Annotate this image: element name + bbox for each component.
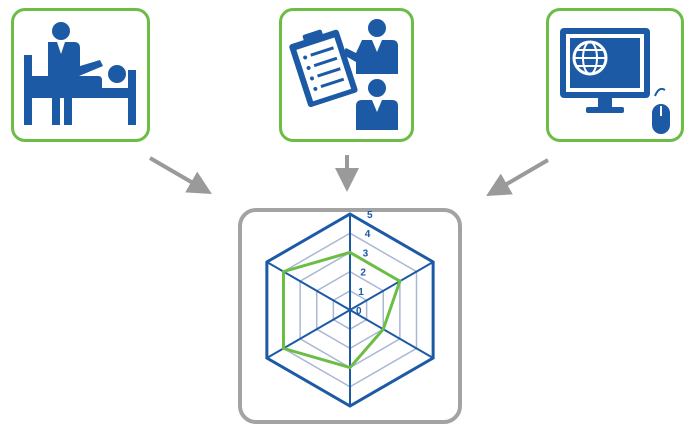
arrow-right	[486, 158, 550, 197]
radar-tick-label: 4	[365, 229, 371, 240]
clipboard-meeting-icon	[289, 19, 398, 130]
radar-axis-4	[266, 309, 351, 359]
radar-tick-label: 1	[358, 287, 364, 298]
radar-tick-label: 5	[367, 210, 373, 221]
input-box-clinical-care	[11, 8, 150, 142]
arrow-left	[148, 156, 212, 195]
radar-tick-label: 0	[356, 306, 362, 317]
radar-tick-label: 3	[363, 248, 369, 259]
radar-axis-5	[266, 261, 351, 311]
radar-chart: 0 1 2 3 4 5	[265, 210, 435, 408]
doctor-patient-bed-icon	[24, 22, 136, 125]
computer-web-mouse-icon	[560, 28, 670, 134]
radar-axis-2	[349, 309, 434, 359]
radar-axis-1	[349, 261, 434, 311]
radar-tick-label: 2	[360, 268, 366, 279]
radar-profile-line	[281, 250, 402, 370]
